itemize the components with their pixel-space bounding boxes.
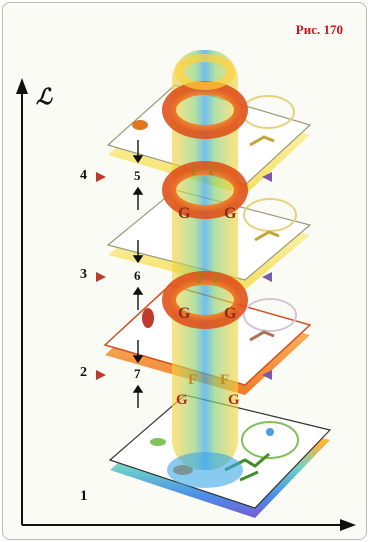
level-number-3: 3 (80, 267, 87, 283)
y-axis-label: ℒ (36, 84, 52, 110)
level-number-4: 4 (80, 168, 87, 184)
glyph-f-low-right: F (212, 270, 222, 288)
glyph-g-low-left: G (178, 305, 190, 323)
glyph-f-top-right: F (208, 162, 218, 180)
glyph-f-bottom-right: F (220, 372, 229, 389)
glyph-g-mid-right: G (224, 205, 236, 223)
glyph-g-bottom-left: G (176, 392, 188, 409)
glyph-g-low-right: G (224, 305, 236, 323)
level-number-2: 2 (80, 365, 87, 381)
figure-caption: Рис. 170 (296, 22, 343, 38)
glyph-f-bottom-left: F (188, 372, 197, 389)
inner-number-5: 5 (134, 168, 141, 184)
glyph-g-mid-left: G (178, 205, 190, 223)
inner-number-7: 7 (134, 366, 141, 382)
glyph-f-low-left: F (196, 270, 206, 288)
glyph-f-top-left: F (190, 162, 200, 180)
glyph-g-bottom-right: G (228, 392, 240, 409)
level-number-1: 1 (80, 488, 88, 505)
field-column (167, 50, 243, 488)
inner-number-6: 6 (134, 268, 141, 284)
